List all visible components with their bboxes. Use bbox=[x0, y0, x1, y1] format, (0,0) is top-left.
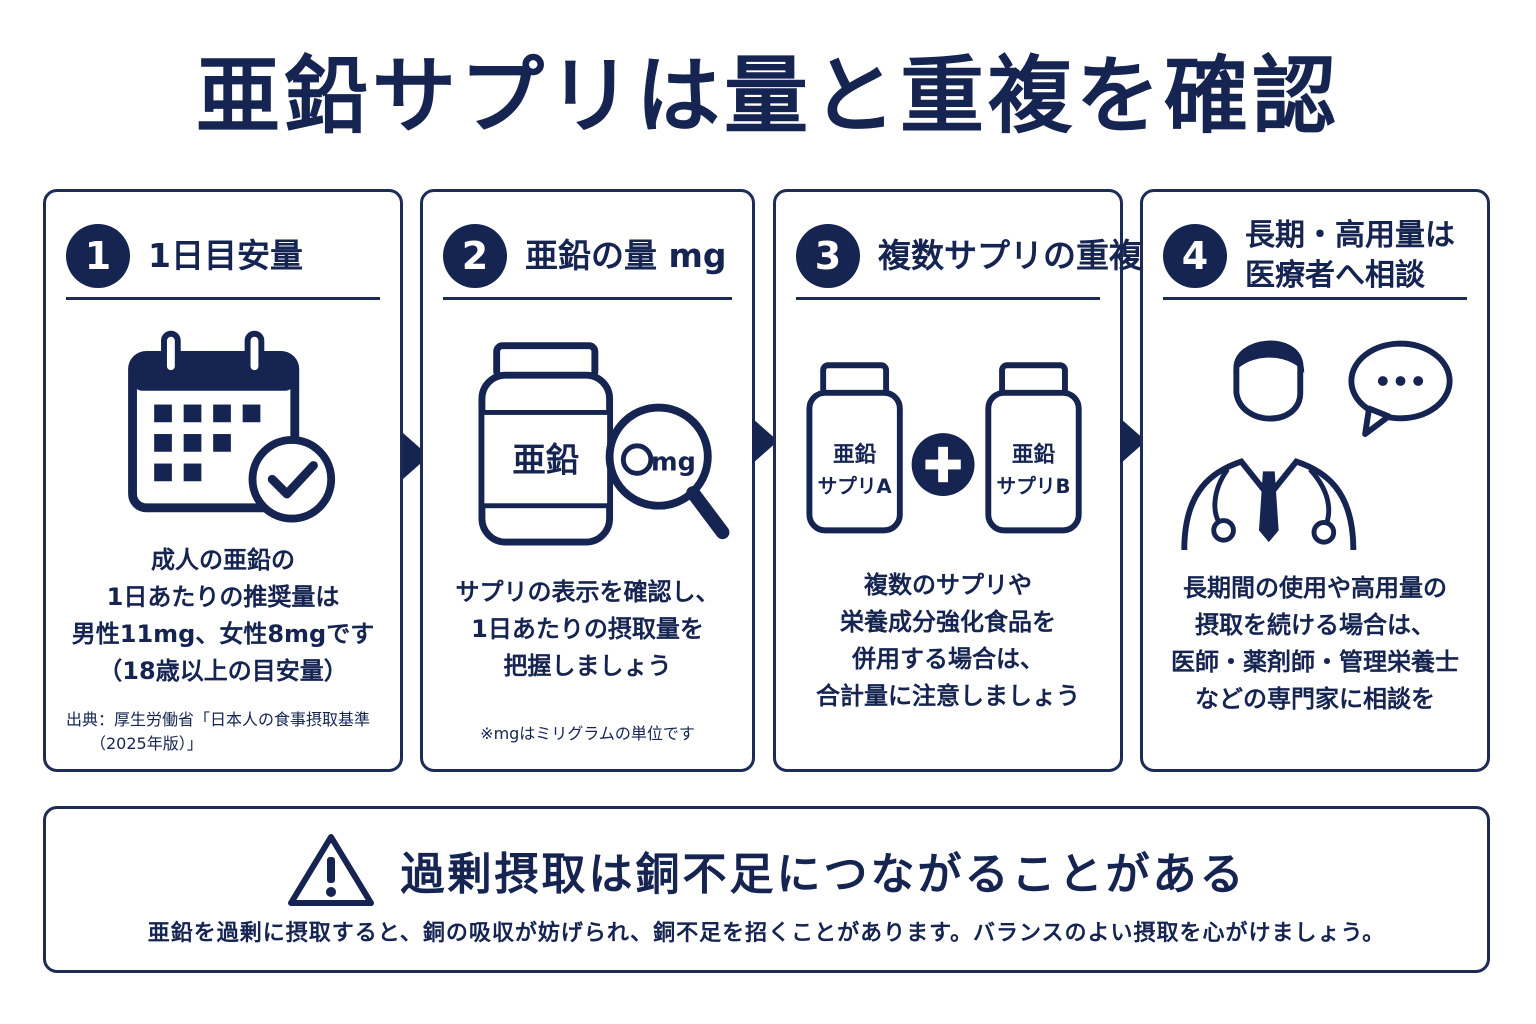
bottle-b-label: 亜鉛 bbox=[1012, 442, 1056, 468]
calendar-icon bbox=[128, 330, 336, 523]
bottle-a-label: 亜鉛 bbox=[833, 442, 877, 468]
warning-text: 亜鉛を過剰に摂取すると、銅の吸収が妨げられ、銅不足を招くことがあります。バランス… bbox=[147, 921, 1386, 946]
step-card-duplicate: 3 複数サプリの重複 亜鉛 サプリA 亜鉛 サプリB 複数のサプリや 栄養成分強… bbox=[773, 189, 1142, 772]
step-card-consult: 4 長期・高用量は 医療者へ相談 長期間の使用や高用量の 摂取を続ける場合は、 … bbox=[1140, 189, 1490, 772]
warning-title: 過剰摂取は銅不足につながることがある bbox=[400, 849, 1247, 900]
step-description: 長期間の使用や高用量の 摂取を続ける場合は、 医師・薬剤師・管理栄養士 などの専… bbox=[1171, 574, 1459, 713]
step-description: 成人の亜鉛の 1日あたりの推奨量は 男性11mg、女性8mgです （18歳以上の… bbox=[71, 546, 375, 685]
step-header: 2 亜鉛の量 mg bbox=[443, 214, 732, 300]
page-title: 亜鉛サプリは量と重複を確認 bbox=[195, 47, 1340, 145]
unit-note: ※mgはミリグラムの単位です bbox=[480, 724, 695, 743]
warning-icon bbox=[287, 834, 374, 906]
step-heading-line2: 医療者へ相談 bbox=[1245, 257, 1425, 293]
step-number-badge: 3 bbox=[796, 223, 860, 288]
magnifier-icon: mg bbox=[605, 403, 730, 540]
step-number-badge: 2 bbox=[443, 223, 507, 288]
step-heading: 亜鉛の量 mg bbox=[525, 235, 727, 275]
warning-panel: 過剰摂取は銅不足につながることがある 亜鉛を過剰に摂取すると、銅の吸収が妨げられ… bbox=[43, 806, 1490, 973]
step-header: 4 長期・高用量は 医療者へ相談 bbox=[1163, 214, 1467, 300]
bottle-icon: 亜鉛 サプリA 亜鉛 サプリB bbox=[806, 362, 1082, 534]
step-card-daily-amount: 1 1日目安量 成人の亜鉛の 1日あたりの推奨量は 男性11mg、女性8mgです… bbox=[43, 189, 403, 772]
step-heading: 1日目安量 bbox=[148, 235, 303, 275]
doctor-icon bbox=[1181, 340, 1453, 551]
step-description: サプリの表示を確認し、 1日あたりの摂取量を 把握しましょう bbox=[455, 578, 720, 680]
bottle-icon: 亜鉛 mg bbox=[478, 342, 730, 546]
step-heading: 長期・高用量は 医療者へ相談 bbox=[1245, 216, 1455, 296]
step-number-badge: 4 bbox=[1163, 223, 1227, 288]
step-number-badge: 1 bbox=[66, 223, 130, 288]
step-header: 1 1日目安量 bbox=[66, 214, 380, 300]
lens-label: mg bbox=[651, 447, 696, 477]
check-icon bbox=[248, 436, 336, 523]
warning-header: 過剰摂取は銅不足につながることがある bbox=[46, 831, 1487, 909]
step-heading: 複数サプリの重複 bbox=[878, 235, 1142, 275]
bottle-b-name: サプリB bbox=[997, 475, 1071, 498]
step-heading-line1: 長期・高用量は bbox=[1245, 217, 1455, 253]
plus-icon bbox=[911, 433, 975, 496]
speech-bubble-icon bbox=[1348, 340, 1453, 437]
step-header: 3 複数サプリの重複 bbox=[796, 214, 1142, 300]
source-note: 出典：厚生労働省「日本人の食事摂取基準 （2025年版）」 bbox=[66, 710, 371, 753]
bottle-a-name: サプリA bbox=[818, 475, 893, 498]
bottle-label: 亜鉛 bbox=[512, 440, 579, 479]
step-card-zinc-amount: 2 亜鉛の量 mg 亜鉛 mg サプリの表示を確認し、 1日あたりの摂取量を 把… bbox=[420, 189, 755, 772]
step-description: 複数のサプリや 栄養成分強化食品を 併用する場合は、 合計量に注意しましょう bbox=[816, 571, 1080, 710]
